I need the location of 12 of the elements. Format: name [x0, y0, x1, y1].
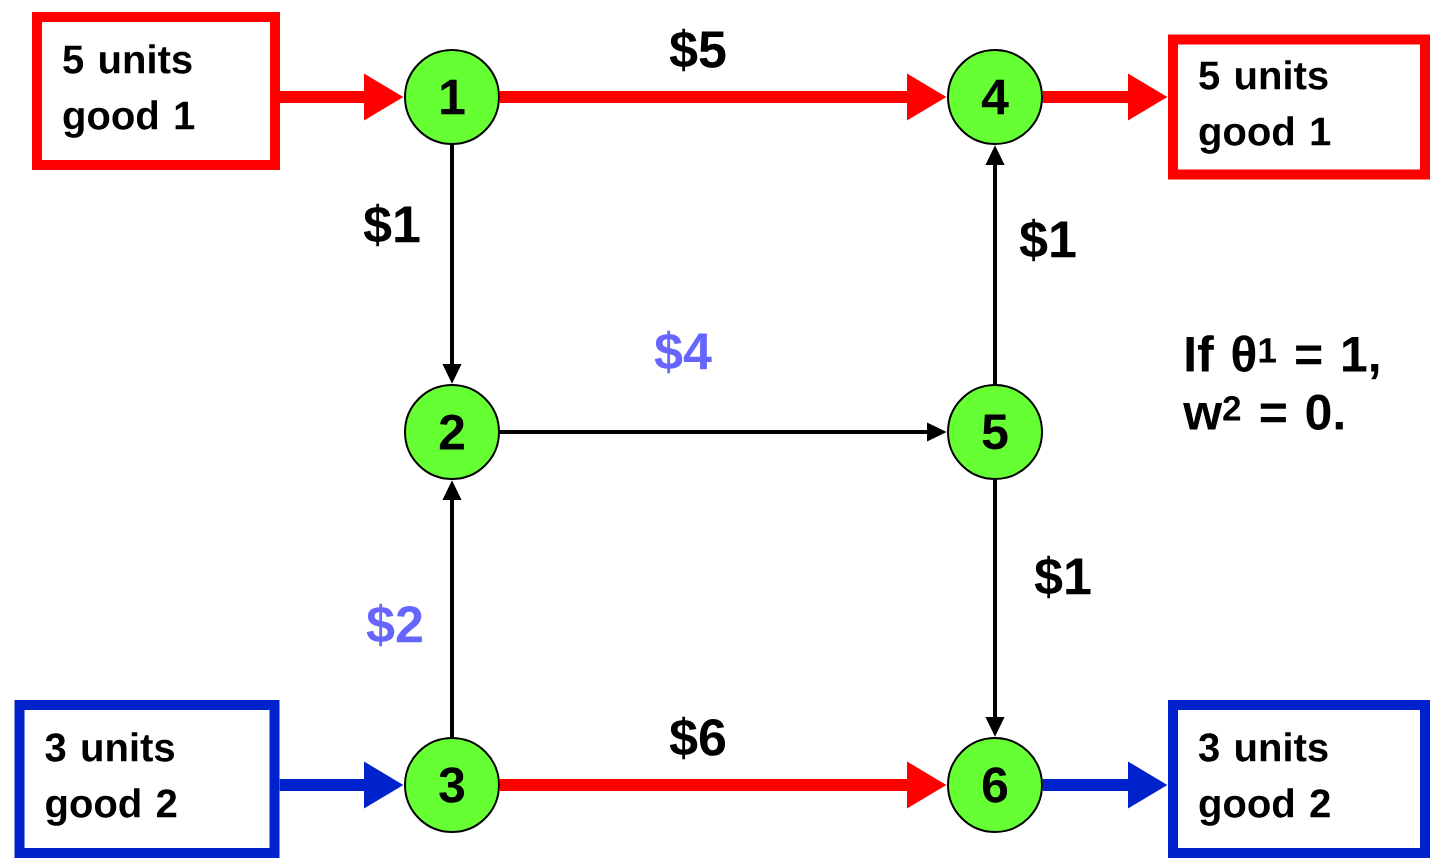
- edge-label: $4: [653, 329, 713, 375]
- edge-label: $6: [668, 715, 728, 761]
- text-box: 3 units good 2: [1168, 700, 1430, 858]
- edge-label: $2: [365, 602, 425, 648]
- edge-label: $1: [1033, 554, 1093, 600]
- text-box: 3 units good 2: [14, 700, 280, 858]
- edge-label: $1: [1018, 217, 1078, 263]
- edge-label: $1: [362, 202, 422, 248]
- condition-note: If θ$^{1}$ = 1, w$^{2}$ = 0.: [1183, 335, 1379, 430]
- text-box: 5 units good 1: [1168, 34, 1430, 180]
- text-box: 5 units good 1: [32, 12, 280, 170]
- edge-label: $5: [668, 27, 728, 73]
